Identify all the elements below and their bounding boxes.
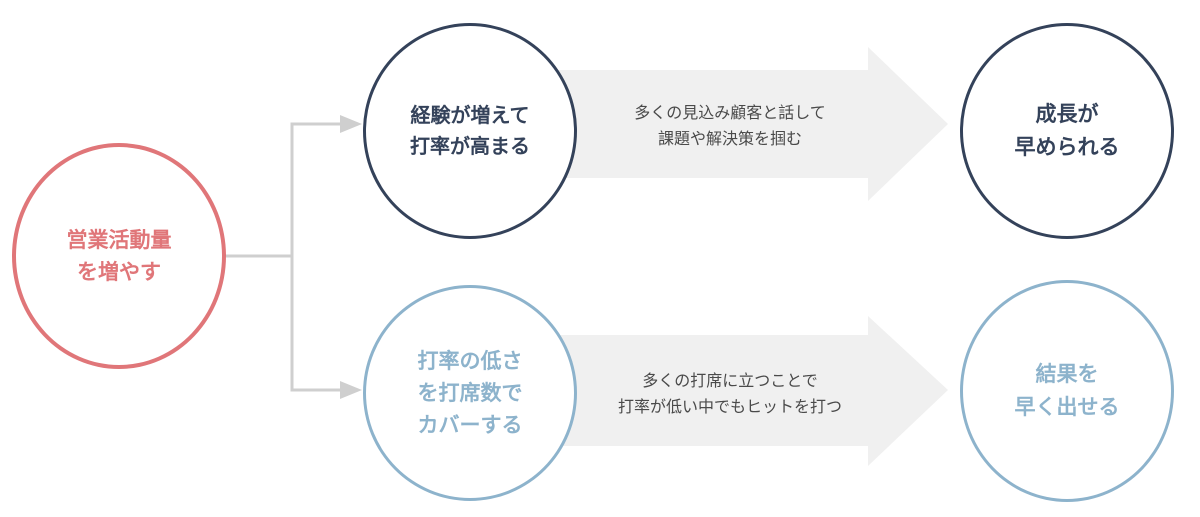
- experience-line-2: 打率が高まる: [410, 134, 530, 158]
- start-line-2: を増やす: [77, 260, 161, 284]
- low-average-line-2: を打席数で: [417, 381, 523, 405]
- low-average-line-3: カバーする: [417, 413, 523, 437]
- low-average-circle: 打率の低さ を打席数で カバーする: [363, 285, 577, 501]
- connector-arrowhead-bottom: [340, 381, 362, 399]
- bottom-arrow-text: 多くの打席に立つことで 打率が低い中でもヒットを打つ: [565, 368, 895, 420]
- block-arrow-top: [548, 47, 948, 201]
- low-average-line-1: 打率の低さ: [417, 349, 523, 373]
- branch-connector: [226, 122, 342, 392]
- result-line-1: 結果を: [1035, 362, 1099, 386]
- growth-line-2: 早められる: [1014, 135, 1120, 159]
- result-line-2: 早く出せる: [1014, 395, 1120, 419]
- growth-circle: 成長が 早められる: [960, 23, 1174, 239]
- top-arrow-line-2: 課題や解決策を掴む: [657, 129, 802, 148]
- connector-arrowhead-top: [340, 115, 362, 133]
- top-arrow-text: 多くの見込み顧客と話して 課題や解決策を掴む: [565, 100, 895, 152]
- result-circle: 結果を 早く出せる: [960, 280, 1174, 502]
- top-arrow-line-1: 多くの見込み顧客と話して: [634, 103, 826, 122]
- start-circle: 営業活動量 を増やす: [12, 143, 226, 369]
- experience-line-1: 経験が増えて: [410, 103, 530, 127]
- bottom-arrow-line-2: 打率が低い中でもヒットを打つ: [617, 397, 842, 416]
- start-line-1: 営業活動量: [66, 228, 172, 252]
- block-arrow-bottom: [548, 316, 948, 466]
- growth-line-1: 成長が: [1035, 102, 1099, 126]
- bottom-arrow-line-1: 多くの打席に立つことで: [642, 371, 818, 390]
- experience-circle: 経験が増えて 打率が高まる: [363, 23, 577, 239]
